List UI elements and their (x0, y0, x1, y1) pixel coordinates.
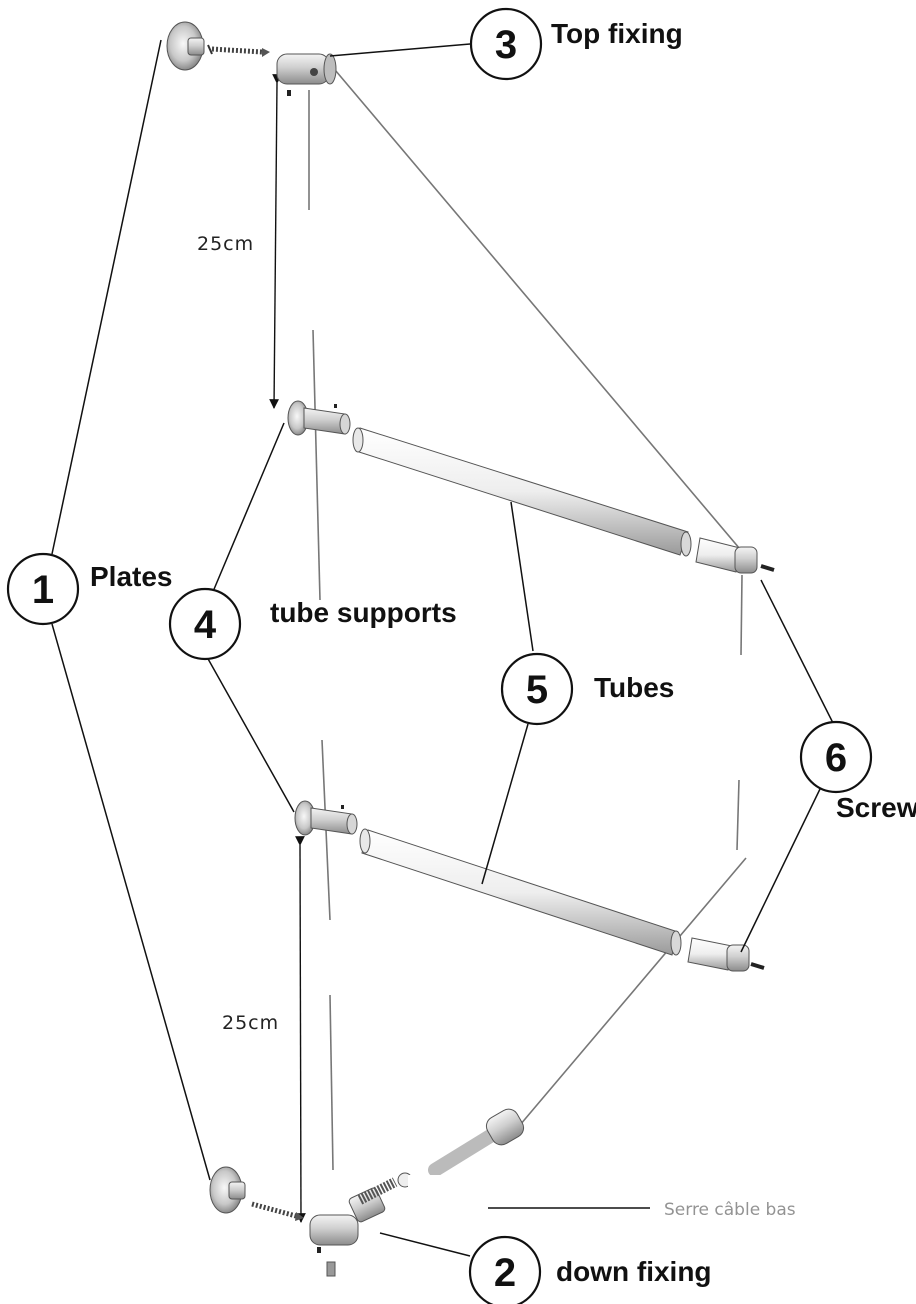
callout-5-number: 5 (526, 668, 548, 712)
callout-6-label: Screw (836, 792, 916, 823)
rod-mid-upper (312, 329, 321, 601)
callout-2-number: 2 (494, 1251, 516, 1295)
rod-bottom (329, 994, 334, 1171)
leader-6-bottom (740, 788, 821, 953)
upper-tube (352, 427, 692, 557)
leader-3 (329, 43, 471, 57)
callout-5-circle (500, 652, 574, 726)
leader-lines (51, 39, 835, 1257)
callout-1-circle (6, 552, 80, 626)
lower-right-end-cap (687, 937, 765, 972)
bottom-dimension-arrow (295, 836, 306, 1223)
top-wood-screw (207, 44, 270, 57)
callout-5-label: Tubes (594, 672, 674, 703)
cable-tensioner (428, 1108, 525, 1177)
top-plate-assembly (166, 21, 270, 71)
upper-tube-support (287, 400, 351, 436)
lower-cable (519, 857, 747, 1126)
callout-1-number: 1 (32, 568, 54, 612)
dimension-arrows (269, 74, 306, 1223)
rod-right-upper (740, 574, 743, 656)
top-fixing-part (276, 53, 337, 96)
top-plate-boss (187, 37, 205, 56)
leader-4-bottom (206, 656, 295, 813)
callout-1-label: Plates (90, 561, 173, 592)
rod-right-lower (736, 779, 740, 851)
callout-4-label: tube supports (270, 597, 457, 628)
callout-3-circle (469, 7, 543, 81)
callout-3-label: Top fixing (551, 18, 683, 49)
leader-5-bottom (481, 723, 529, 885)
top-spacing-label: 25cm (197, 233, 254, 255)
callout-6-circle (799, 720, 873, 794)
callout-6-number: 6 (825, 736, 847, 780)
mask-area (408, 1175, 658, 1215)
lower-tube-support (294, 800, 358, 836)
leader-2 (379, 1232, 471, 1257)
callout-4-circle (168, 587, 242, 661)
faint-cable-label: Serre câble bas (664, 1200, 796, 1220)
lower-tube (359, 828, 682, 956)
callout-2-circle (468, 1235, 542, 1304)
callout-circles (6, 7, 873, 1304)
bottom-spacing-label: 25cm (222, 1012, 279, 1034)
callout-2-label: down fixing (556, 1256, 712, 1287)
callout-labels: Plates down fixing Top fixing tube suppo… (90, 18, 916, 1287)
leader-6-top (760, 579, 835, 726)
upper-right-end-cap (695, 537, 775, 574)
callout-4-number: 4 (194, 603, 217, 647)
leader-4-top (211, 422, 285, 595)
leader-1-bottom (51, 623, 211, 1181)
leader-1-top (51, 39, 162, 555)
callout-3-number: 3 (495, 23, 517, 67)
down-fixing-part (309, 1172, 413, 1277)
leader-5-top (510, 501, 534, 652)
top-dimension-arrow (269, 74, 282, 409)
bottom-plate-assembly (209, 1166, 304, 1221)
callout-numbers: 1 2 3 4 5 6 (32, 23, 847, 1295)
